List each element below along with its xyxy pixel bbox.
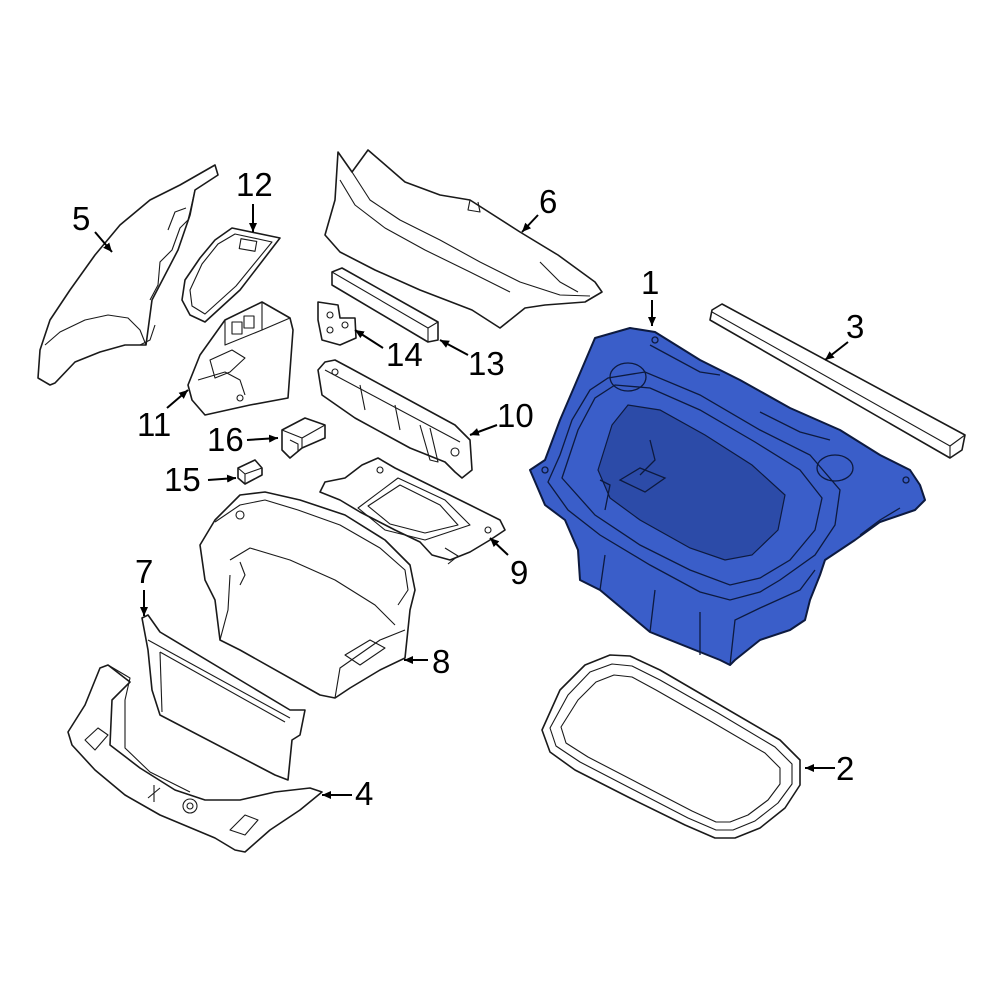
part-6-parcel-shelf[interactable] [324,149,603,329]
callout-11: 11 [137,406,171,443]
part-12-trim-cover[interactable] [181,227,281,323]
part-2-gasket-ring[interactable] [541,654,801,839]
callout-7: 7 [135,553,153,590]
part-16-clip[interactable] [281,417,326,459]
leader-16 [246,434,279,443]
callout-4: 4 [355,775,373,812]
callout-8: 8 [432,643,450,680]
callout-13: 13 [468,345,505,382]
part-13-bar[interactable] [331,267,439,343]
leader-5 [94,231,113,253]
leader-9 [489,537,509,556]
callout-5: 5 [72,200,90,237]
part-7-trim-strip[interactable] [141,614,306,781]
callout-3: 3 [846,308,864,345]
leader-10 [469,424,498,436]
leader-15 [207,474,237,483]
leader-6 [521,214,539,233]
leader-11 [166,389,189,409]
leader-13 [439,339,469,356]
part-4-sill-trim[interactable] [67,664,323,853]
callout-6: 6 [539,183,557,220]
leader-14 [354,329,384,349]
callout-2: 2 [836,750,854,787]
callout-15: 15 [164,461,201,498]
callout-16: 16 [207,421,244,458]
callout-14: 14 [386,336,423,373]
callout-labels: 1 2 3 4 5 6 7 8 9 10 11 12 13 14 15 16 [72,166,864,812]
callout-10: 10 [497,397,534,434]
part-9-floor-tray[interactable] [319,457,506,565]
part-8-liner-tub[interactable] [199,491,416,699]
callout-12: 12 [236,166,273,203]
part-10-plate[interactable] [317,359,473,479]
part-14-bracket[interactable] [317,301,357,346]
part-3-seal-strip[interactable] [709,303,966,459]
leader-3 [824,341,849,361]
callout-1: 1 [641,264,659,301]
callout-9: 9 [510,554,528,591]
part-1-spare-wheel-tub[interactable] [529,327,926,666]
leader-lines [94,204,849,799]
part-11-bracket-housing[interactable] [187,301,294,416]
part-15-block[interactable] [237,459,263,485]
